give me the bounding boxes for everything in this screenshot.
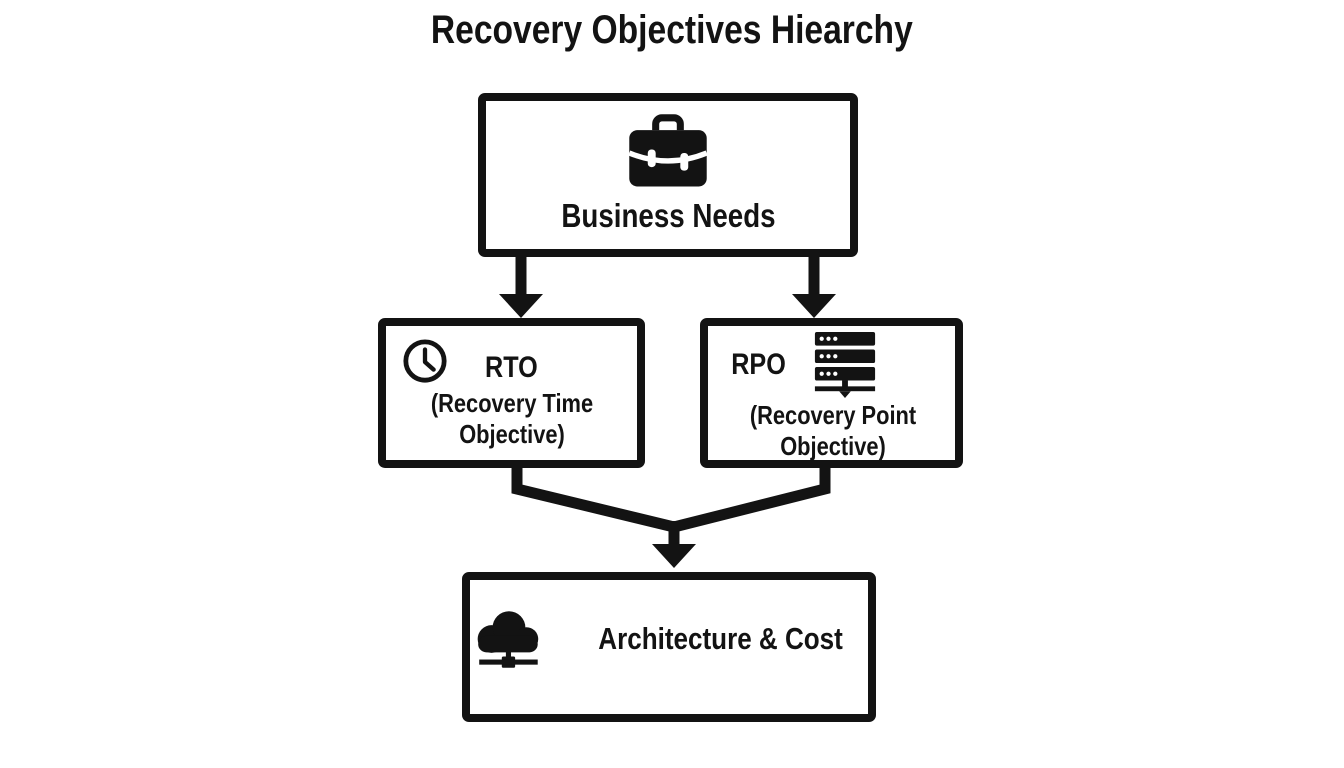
rto-label: RTO — [485, 351, 538, 384]
rpo-header-row: RPO — [726, 332, 877, 398]
server-stack-icon — [813, 332, 877, 398]
node-rto: RTO (Recovery Time Objective) — [378, 318, 645, 468]
rpo-sublabel: (Recovery Point Objective) — [749, 400, 917, 461]
clock-icon — [402, 338, 448, 384]
node-business-needs: Business Needs — [478, 93, 858, 257]
arrowhead-architecture — [652, 544, 696, 568]
rto-sublabel: (Recovery Time Objective) — [430, 388, 593, 449]
page-title-text: Recovery Objectives Hiearchy — [431, 8, 913, 52]
cloud-network-icon — [471, 606, 549, 672]
page-title: Recovery Objectives Hiearchy — [0, 8, 1344, 53]
briefcase-icon — [624, 113, 712, 193]
node-architecture-cost: Architecture & Cost — [462, 572, 876, 722]
merge-line-rto — [511, 458, 676, 533]
merge-line-rpo — [672, 458, 831, 533]
rpo-label: RPO — [731, 348, 786, 381]
arrowhead-rto — [499, 294, 543, 318]
arrowhead-rpo — [792, 294, 836, 318]
architecture-cost-label: Architecture & Cost — [598, 621, 844, 656]
business-needs-label: Business Needs — [560, 197, 776, 234]
node-rpo: RPO (Recovery Point Objective) — [700, 318, 963, 468]
